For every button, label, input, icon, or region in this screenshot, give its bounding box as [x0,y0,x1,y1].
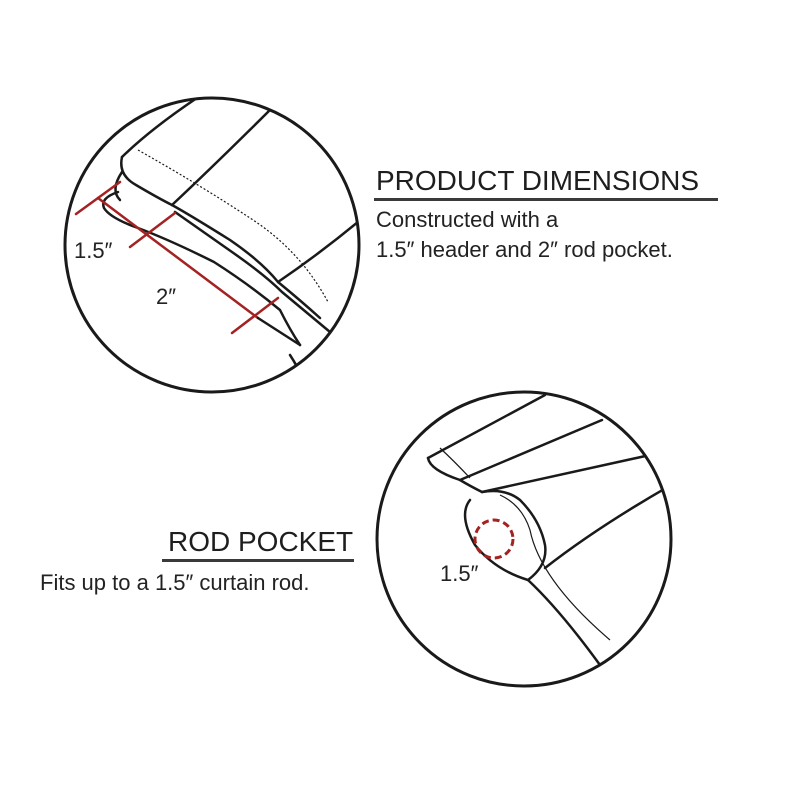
rod-dimension-marker [473,518,515,560]
header-detail-illustration [102,98,359,392]
product-dimensions-title: PRODUCT DIMENSIONS [376,165,700,196]
pocket-dimension-label: 2″ [156,284,176,309]
rod-pocket-title: ROD POCKET [168,526,354,557]
header-dimension-lines [74,180,280,335]
product-dimensions-line1: Constructed with a [376,207,559,232]
product-dimensions-rule [374,198,718,201]
rod-dimension-label: 1.5″ [440,561,479,586]
rod-pocket-rule [162,559,354,562]
rod-pocket-circle [375,390,673,688]
product-dimensions-line2: 1.5″ header and 2″ rod pocket. [376,237,673,262]
header-detail-circle [63,96,361,394]
header-dimension-label: 1.5″ [74,238,113,263]
stitch-line [137,149,329,303]
rod-pocket-line1: Fits up to a 1.5″ curtain rod. [40,570,310,595]
